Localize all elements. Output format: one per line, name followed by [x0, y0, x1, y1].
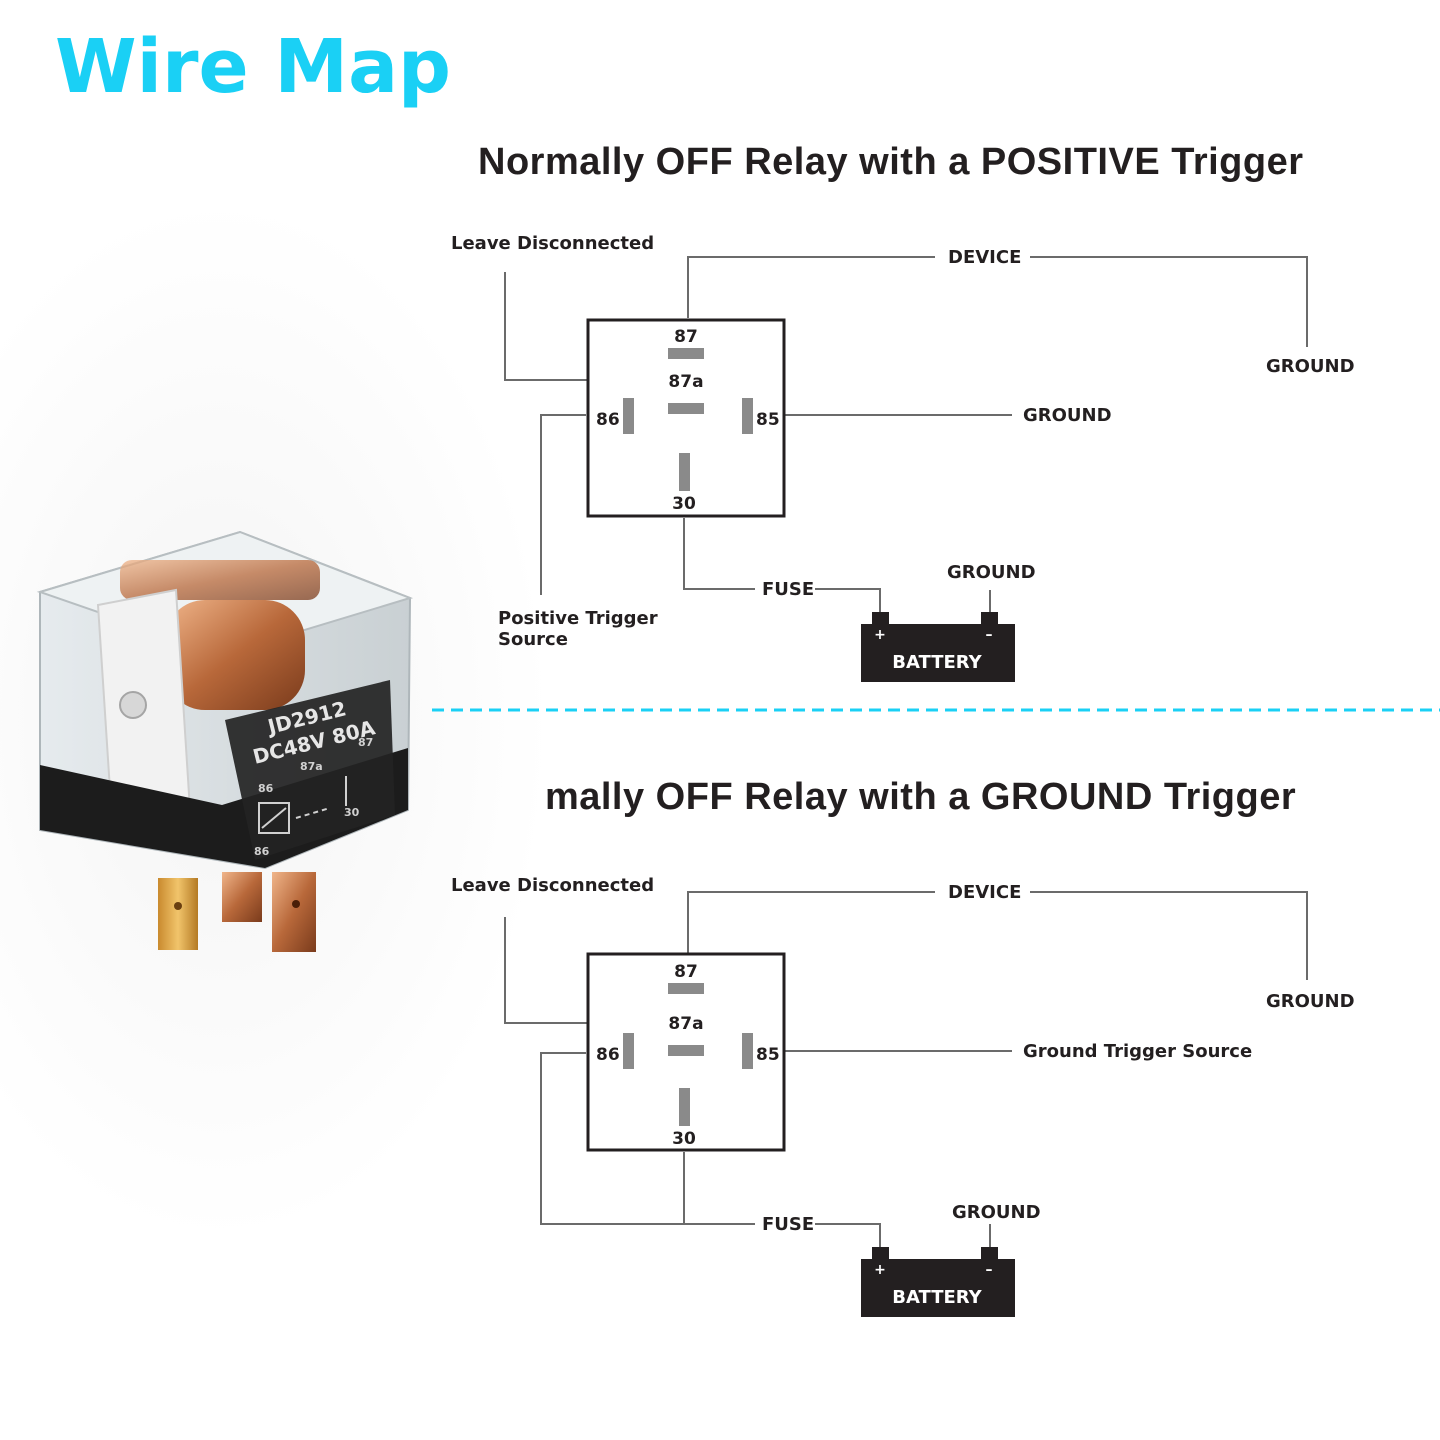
label-leave-disconnected-bottom: Leave Disconnected [451, 875, 654, 896]
pin-label-86-top: 86 [596, 410, 620, 430]
terminal-30-top [679, 453, 690, 491]
pin-hole-left [174, 902, 182, 910]
pin-label-85-top: 85 [756, 410, 780, 430]
relay-pin-86b-label: 86 [254, 845, 270, 858]
battery-body-bottom [861, 1259, 1015, 1317]
battery-terminal-negative-top [981, 612, 998, 626]
relay-coil [165, 600, 305, 710]
relay-coil-symbol [258, 802, 290, 834]
battery-body-top [861, 624, 1015, 682]
pin-terminal-right [272, 872, 316, 952]
terminal-87-bottom [668, 983, 704, 994]
terminal-87a-bottom [668, 1045, 704, 1056]
wire-86-to-30-bottom [540, 1052, 684, 1225]
battery-label-top: BATTERY [892, 652, 982, 673]
label-ground-trigger-source: Ground Trigger Source [1023, 1041, 1252, 1062]
wire-fuse-to-battery-bottom [815, 1223, 881, 1247]
terminal-30-bottom [679, 1088, 690, 1126]
pin-label-86-bottom: 86 [596, 1045, 620, 1065]
battery-minus-bottom: – [986, 1262, 993, 1278]
terminal-87a-top [668, 403, 704, 414]
pin-label-85-bottom: 85 [756, 1045, 780, 1065]
label-leave-disconnected-top: Leave Disconnected [451, 233, 654, 254]
terminal-86-bottom [623, 1033, 634, 1069]
label-positive-trigger-line2: Source [498, 629, 568, 650]
pin-label-30-bottom: 30 [672, 1129, 696, 1149]
battery-label-bottom: BATTERY [892, 1287, 982, 1308]
page-title: Wire Map [55, 24, 451, 110]
wire-30-to-fuse-bottom [683, 1152, 755, 1225]
relay-pin-30-label: 30 [344, 806, 360, 819]
label-device-top: DEVICE [948, 247, 1021, 268]
terminal-87-top [668, 348, 704, 359]
pin-hole-right [292, 900, 300, 908]
label-ground-battery-bottom: GROUND [952, 1202, 1041, 1223]
pin-terminal-left [158, 878, 198, 950]
relay-coil-symbol-line [261, 807, 287, 829]
terminal-85-bottom [742, 1033, 753, 1069]
relay-switch-dash [295, 807, 331, 819]
relay-label-plate [225, 680, 395, 860]
battery-plus-bottom: + [874, 1262, 886, 1278]
label-ground-85-top: GROUND [1023, 405, 1112, 426]
pin-label-30-top: 30 [672, 494, 696, 514]
pin-label-87a-top: 87a [668, 372, 703, 392]
battery-terminal-positive-top [872, 612, 889, 626]
wire-87-to-device [687, 256, 935, 318]
wire-device-to-ground [1030, 256, 1308, 347]
heading-positive-trigger: Normally OFF Relay with a POSITIVE Trigg… [478, 141, 1304, 183]
wire-30-to-fuse [683, 518, 755, 590]
relay-pin-86-label: 86 [258, 782, 274, 795]
relay-pin-87a-label: 87a [300, 760, 323, 773]
wire-86-positive-trigger [540, 414, 586, 595]
relay-screw [119, 691, 147, 719]
relay-photo: JD2912 DC48V 80A 86 87a 87 30 86 [0, 200, 550, 1240]
label-ground-device-top: GROUND [1266, 356, 1355, 377]
battery-bottom: + – BATTERY [861, 1247, 1015, 1317]
wire-device-to-ground-bottom [1030, 891, 1308, 980]
diagram-positive-trigger: 87 87a 86 85 30 Leave Disconnected DEVIC… [451, 233, 1355, 682]
pin-terminal-middle [222, 872, 262, 922]
pin-label-87a-bottom: 87a [668, 1014, 703, 1034]
battery-plus-top: + [874, 627, 886, 643]
battery-terminal-positive-bottom [872, 1247, 889, 1261]
pin-label-87-bottom: 87 [674, 962, 698, 982]
label-ground-device-bottom: GROUND [1266, 991, 1355, 1012]
label-device-bottom: DEVICE [948, 882, 1021, 903]
wire-fuse-to-battery [815, 588, 881, 612]
relay-coil-top [120, 560, 320, 600]
terminal-86-top [623, 398, 634, 434]
battery-minus-top: – [986, 627, 993, 643]
battery-top: + – BATTERY [861, 612, 1015, 682]
terminal-85-top [742, 398, 753, 434]
battery-terminal-negative-bottom [981, 1247, 998, 1261]
relay-pin-87-label: 87 [358, 736, 373, 749]
label-fuse-bottom: FUSE [762, 1214, 814, 1235]
diagram-ground-trigger: 87 87a 86 85 30 Leave Disconnected DEVIC… [451, 875, 1355, 1317]
label-fuse-top: FUSE [762, 579, 814, 600]
label-positive-trigger-line1: Positive Trigger [498, 608, 658, 629]
heading-ground-trigger: Normally OFF Relay with a GROUND Trigger [478, 776, 1297, 818]
wire-87-to-device-bottom [687, 891, 935, 953]
label-ground-battery-top: GROUND [947, 562, 1036, 583]
pin-label-87-top: 87 [674, 327, 698, 347]
